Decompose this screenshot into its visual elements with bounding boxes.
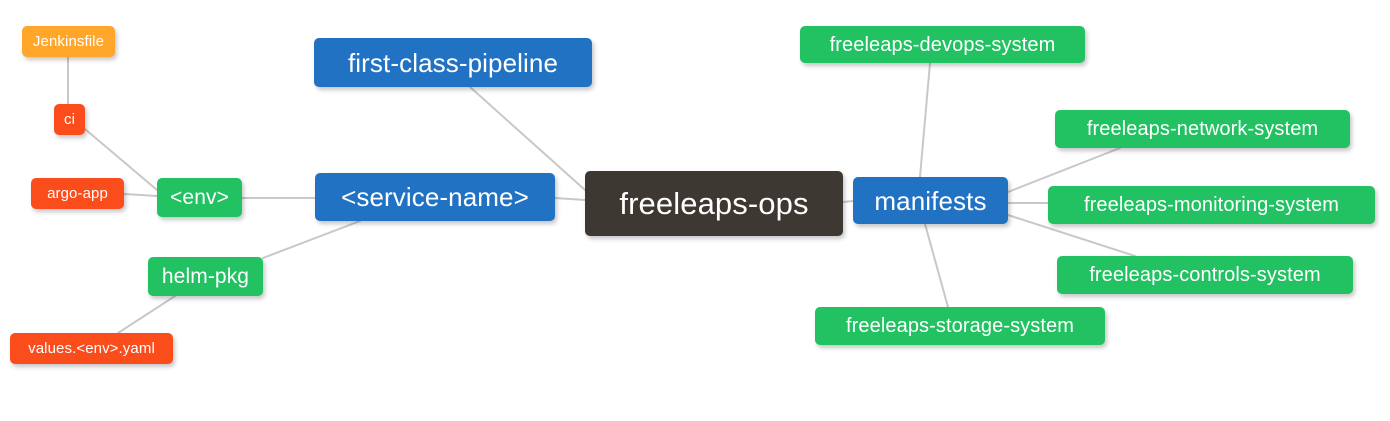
edge-manifests-to-freeleaps-devops-system bbox=[919, 62, 931, 178]
edge-manifests-to-freeleaps-storage-system bbox=[924, 223, 949, 308]
node-freeleaps-controls-system[interactable]: freeleaps-controls-system bbox=[1057, 256, 1353, 294]
node-freeleaps-storage-system[interactable]: freeleaps-storage-system bbox=[815, 307, 1105, 345]
node-first-class-pipeline[interactable]: first-class-pipeline bbox=[314, 38, 592, 87]
edge-freeleaps-ops-to-service-name bbox=[554, 197, 586, 201]
node-freeleaps-ops[interactable]: freeleaps-ops bbox=[585, 171, 843, 236]
node-freeleaps-network-system[interactable]: freeleaps-network-system bbox=[1055, 110, 1350, 148]
edge-service-name-to-helm-pkg bbox=[262, 220, 361, 259]
node-freeleaps-monitoring-system[interactable]: freeleaps-monitoring-system bbox=[1048, 186, 1375, 224]
node-ci[interactable]: ci bbox=[54, 104, 85, 135]
edge-env-to-argo-app bbox=[123, 193, 158, 197]
edge-freeleaps-ops-to-manifests bbox=[842, 200, 854, 203]
node-manifests[interactable]: manifests bbox=[853, 177, 1008, 224]
node-argo-app[interactable]: argo-app bbox=[31, 178, 124, 209]
edge-helm-pkg-to-values-yaml bbox=[117, 295, 176, 334]
node-service-name[interactable]: <service-name> bbox=[315, 173, 555, 221]
node-values-yaml[interactable]: values.<env>.yaml bbox=[10, 333, 173, 364]
node-freeleaps-devops-system[interactable]: freeleaps-devops-system bbox=[800, 26, 1085, 63]
node-env[interactable]: <env> bbox=[157, 178, 242, 217]
node-helm-pkg[interactable]: helm-pkg bbox=[148, 257, 263, 296]
node-jenkinsfile[interactable]: Jenkinsfile bbox=[22, 26, 115, 57]
